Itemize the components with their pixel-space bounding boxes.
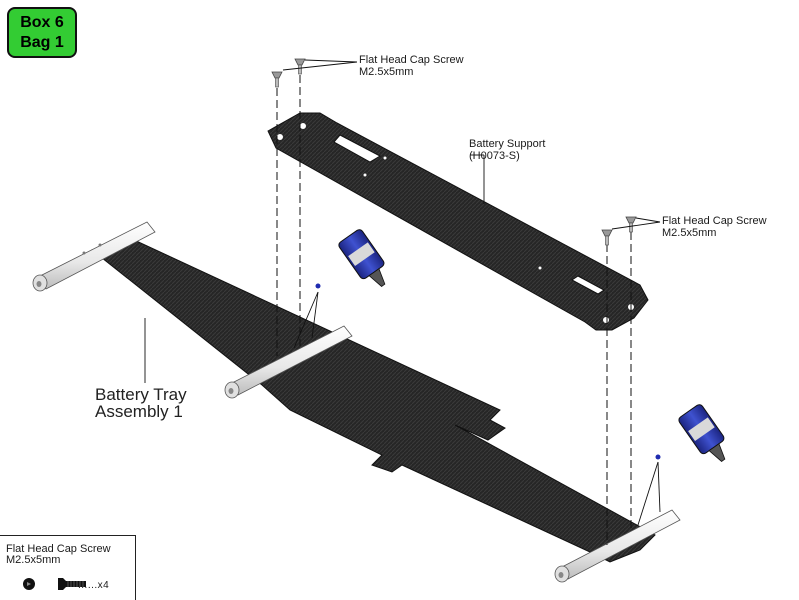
bag-label: Bag 1 <box>20 33 64 51</box>
box-label: Box 6 <box>20 13 64 31</box>
threadlocker-bottle-icon <box>315 229 386 289</box>
parts-quantity: ......x4 <box>78 580 110 591</box>
screw-head-icon <box>23 578 35 590</box>
screw-icon <box>625 216 637 233</box>
battery-tray-callout: Battery Tray Assembly 1 <box>95 385 187 421</box>
box-bag-badge: Box 6 Bag 1 <box>7 7 77 58</box>
screw-side-icon <box>58 578 86 590</box>
battery-tray-plate <box>90 237 656 563</box>
alignment-lines <box>276 75 632 545</box>
screw-icon <box>271 71 283 88</box>
screw-callout-right: Flat Head Cap Screw M2.5x5mm <box>662 215 767 239</box>
battery-support-callout: Battery Support (H0073-S) <box>469 138 546 162</box>
parts-list-box: Flat Head Cap Screw M2.5x5mm ......x4 <box>0 535 136 600</box>
leader-lines <box>144 59 661 526</box>
screw-callout-top: Flat Head Cap Screw M2.5x5mm <box>359 54 464 78</box>
front-right-tube <box>224 325 353 399</box>
front-left-tube <box>32 221 156 292</box>
parts-list-title: Flat Head Cap Screw M2.5x5mm <box>6 543 111 566</box>
battery-support-plate <box>267 112 649 331</box>
threadlocker-bottle-icon <box>655 404 726 462</box>
screw-icon <box>601 229 613 246</box>
rear-right-tube <box>554 509 681 583</box>
screw-icon <box>294 58 306 75</box>
